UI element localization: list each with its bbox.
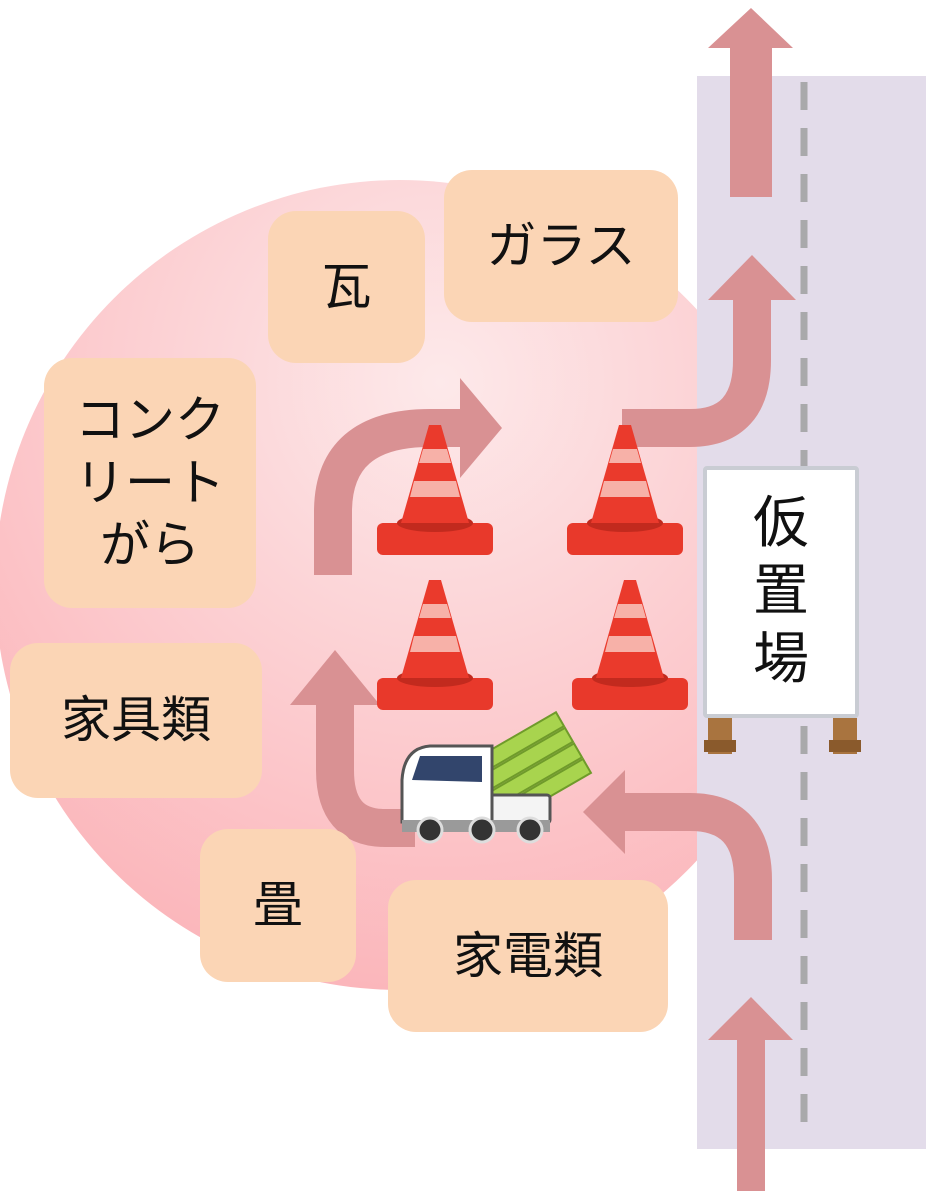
flow-arrow-icon xyxy=(622,298,771,447)
label-appliances-text: 家電類 xyxy=(453,926,603,985)
sign-char-3: 場 xyxy=(753,627,809,693)
label-glass: ガラス xyxy=(444,170,678,322)
flow-arrowheads xyxy=(290,255,796,854)
label-tile: 瓦 xyxy=(268,211,425,363)
flow-arrow-icon xyxy=(316,705,415,847)
label-concrete-text-line3: がら xyxy=(100,516,200,575)
traffic-cone-icon xyxy=(377,425,493,555)
flow-arrow-icon xyxy=(625,793,772,940)
temporary-storage-sign: 仮 置 場 xyxy=(703,466,859,718)
sign-foot xyxy=(829,740,861,752)
traffic-cones xyxy=(377,425,688,710)
sign-char-1: 仮 xyxy=(753,490,809,556)
traffic-cone-icon xyxy=(377,580,493,710)
label-furniture-text: 家具類 xyxy=(61,691,211,750)
flow-arrow-icon xyxy=(460,378,502,478)
flow-arrow-icon xyxy=(583,770,625,854)
sign-foot xyxy=(704,740,736,752)
traffic-cone-icon xyxy=(572,580,688,710)
label-glass-text: ガラス xyxy=(486,216,636,275)
flow-arrow-icon xyxy=(314,409,462,575)
label-concrete-rubble: コンク リート がら xyxy=(44,358,256,608)
label-tile-text: 瓦 xyxy=(321,257,372,316)
label-furniture: 家具類 xyxy=(10,643,262,798)
label-tatami: 畳 xyxy=(200,829,356,982)
flow-arrow-icon xyxy=(708,997,793,1191)
label-appliances: 家電類 xyxy=(388,880,668,1032)
traffic-cone-icon xyxy=(567,425,683,555)
label-tatami-text: 畳 xyxy=(253,876,303,935)
flow-arrow-icon xyxy=(290,650,380,705)
flow-arrow-icon xyxy=(708,255,796,300)
kei-truck-icon xyxy=(400,710,593,844)
label-concrete-text-line2: リート xyxy=(75,453,225,512)
flow-arrow-icon xyxy=(708,8,793,197)
flow-curves xyxy=(314,298,772,940)
sign-char-2: 置 xyxy=(753,558,809,624)
flow-arrows xyxy=(708,8,793,1191)
label-concrete-text-line1: コンク xyxy=(75,391,225,450)
